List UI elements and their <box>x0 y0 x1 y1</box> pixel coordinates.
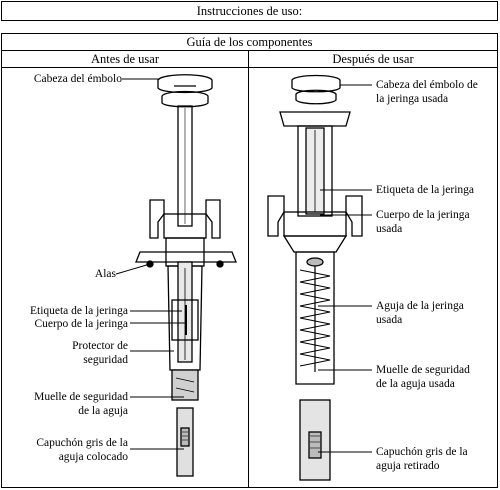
label-needle-cap-after-line1: Capuchón gris de la <box>376 446 468 458</box>
label-syringe-body-before: Cuerpo de la jeringa <box>34 318 128 330</box>
instructions-title: Instrucciones de uso: <box>1 1 498 21</box>
safety-spring-before <box>171 369 199 401</box>
label-syringe-label-after: Etiqueta de la jeringa <box>376 184 475 196</box>
syringe-after-drawing <box>267 74 363 481</box>
guide-title: Guía de los componentes <box>2 34 497 51</box>
guide-title-text: Guía de los componentes <box>186 34 313 49</box>
syringe-body-after <box>297 125 333 217</box>
component-guide-table: Guía de los componentes Antes de usar De… <box>1 33 498 488</box>
label-needle-after-line2: usada <box>376 314 403 326</box>
label-safety-guard-line2: seguridad <box>83 354 128 366</box>
label-safety-spring-line2: de la aguja <box>78 405 128 417</box>
plunger-rod-before <box>177 105 193 227</box>
instructions-title-text: Instrucciones de uso: <box>196 3 303 18</box>
plunger-head-after <box>291 74 341 93</box>
label-safety-spring-after-line2: de la aguja usada <box>376 378 455 390</box>
finger-flange-right <box>205 199 221 239</box>
label-safety-guard-line1: Protector de <box>72 340 128 352</box>
label-needle-cap-before-line2: aguja colocado <box>58 451 128 463</box>
safety-spring-after <box>295 251 335 385</box>
label-syringe-body-after-line1: Cuerpo de la jeringa <box>376 209 470 221</box>
label-syringe-body-after-line2: usada <box>376 223 403 235</box>
column-header-before: Antes de usar <box>2 51 248 68</box>
column-header-after-text: Después de usar <box>332 51 414 66</box>
safety-guard-before <box>171 299 199 341</box>
label-plunger-head-after-line1: Cabeza del émbolo de <box>376 79 478 91</box>
finger-flange-left <box>149 199 165 239</box>
label-syringe-label-before: Etiqueta de la jeringa <box>29 305 128 317</box>
label-plunger-head-before: Cabeza del émbolo <box>33 73 122 85</box>
syringe-before-drawing <box>135 74 237 477</box>
label-needle-cap-after-line2: aguja retirado <box>376 460 440 472</box>
label-needle-after-line1: Aguja de la jeringa <box>376 300 464 312</box>
column-divider <box>248 51 249 488</box>
label-safety-spring-line1: Muelle de seguridad <box>34 391 128 403</box>
column-header-after: Después de usar <box>249 51 497 68</box>
label-plunger-head-after-line2: la jeringa usada <box>376 93 449 105</box>
label-needle-cap-before-line1: Capuchón gris de la <box>36 437 128 449</box>
leader-lines-after <box>318 84 372 453</box>
leader-lines-before <box>115 78 186 450</box>
label-wings: Alas <box>94 268 116 280</box>
wings-before <box>135 251 237 263</box>
plunger-head-before <box>157 74 213 94</box>
column-header-before-text: Antes de usar <box>90 51 160 66</box>
label-safety-spring-after-line1: Muelle de seguridad <box>376 364 470 376</box>
